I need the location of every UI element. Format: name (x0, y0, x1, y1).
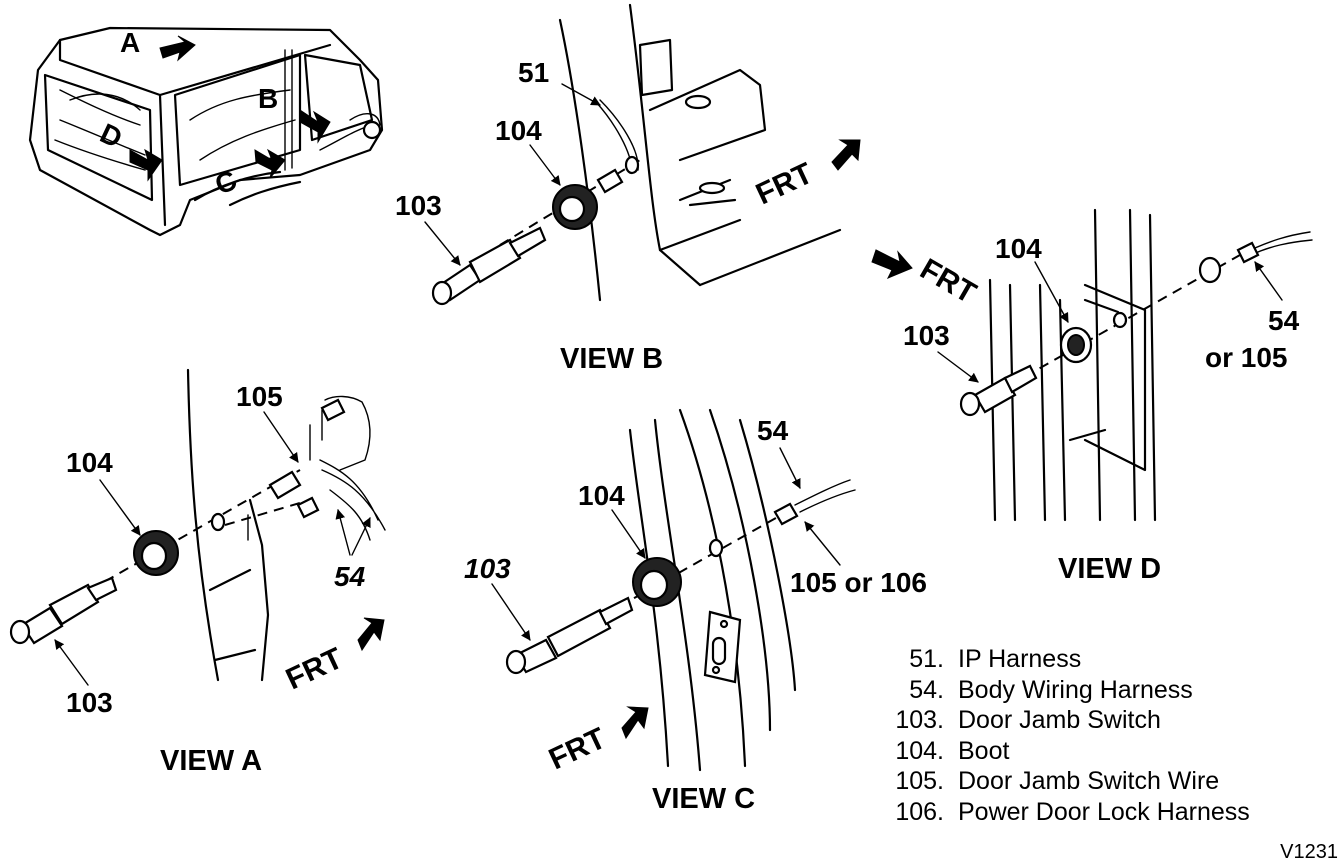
view-b-frt-arrow (831, 139, 861, 171)
view-a-callout-104: 104 (66, 447, 113, 478)
view-c-callout-54: 54 (757, 415, 789, 446)
view-d-frt-label: FRT (915, 252, 982, 310)
locator-label-b: B (258, 83, 278, 114)
legend-item: 106. Power Door Lock Harness (880, 797, 1250, 828)
view-d-callout-103: 103 (903, 320, 950, 351)
locator-arrow-d (129, 148, 163, 182)
legend-number: 54. (909, 675, 944, 704)
view-b-title: VIEW B (560, 343, 663, 375)
view-b-callout-104: 104 (495, 115, 542, 146)
view-c-frt-arrow (621, 706, 649, 740)
view-b-callout-51: 51 (518, 57, 549, 88)
legend-label: Body Wiring Harness (958, 675, 1193, 704)
legend-number: 105. (895, 767, 944, 795)
view-a-callout-54: 54 (334, 561, 366, 592)
legend-item: 51. IP Harness (880, 644, 1250, 675)
view-c-illustration (505, 408, 856, 772)
locator-label-c: C (211, 164, 241, 200)
locator-arrow-c (254, 148, 286, 179)
vehicle-locator-illustration (28, 26, 384, 237)
view-a-callout-105: 105 (236, 381, 283, 412)
legend-item: 103. Door Jamb Switch (880, 705, 1250, 736)
legend-label: Door Jamb Switch (958, 706, 1161, 734)
legend-item: 54. Body Wiring Harness (880, 675, 1250, 706)
locator-arrow-b (299, 109, 331, 144)
view-d-callout-104: 104 (995, 233, 1042, 264)
view-d-frt-arrow (871, 249, 913, 279)
view-c-title: VIEW C (652, 783, 755, 815)
view-a-frt-label: FRT (281, 642, 348, 697)
view-d-callout-54: 54 (1268, 305, 1300, 336)
view-c-frt-label: FRT (544, 722, 611, 777)
view-a-title: VIEW A (160, 745, 262, 777)
view-d-title: VIEW D (1058, 553, 1161, 585)
legend-label: IP Harness (958, 645, 1082, 673)
legend-number: 51. (909, 645, 944, 673)
legend-item: 105. Door Jamb Switch Wire (880, 766, 1250, 797)
locator-label-a: A (120, 27, 140, 58)
view-b-illustration (431, 3, 842, 306)
view-c-callout-103: 103 (464, 553, 511, 584)
legend-number: 106. (895, 797, 944, 826)
legend-label: Door Jamb Switch Wire (958, 767, 1220, 795)
figure-id: V1231 (1280, 841, 1338, 863)
view-c-callout-104: 104 (578, 480, 625, 511)
legend-number: 103. (895, 706, 944, 734)
parts-legend: 51. IP Harness 54. Body Wiring Harness 1… (880, 644, 1250, 828)
legend-number: 104. (895, 736, 944, 765)
legend-label: Boot (958, 736, 1010, 765)
view-b-callout-103: 103 (395, 190, 442, 221)
view-b-frt-label: FRT (751, 157, 818, 212)
view-a-callout-103: 103 (66, 687, 113, 718)
locator-label-d: D (95, 117, 126, 154)
view-c-callout-105-or-106: 105 or 106 (790, 567, 927, 598)
view-a-illustration (9, 368, 386, 682)
view-d-callout-105: or 105 (1205, 342, 1288, 373)
view-a-frt-arrow (357, 617, 385, 652)
legend-label: Power Door Lock Harness (958, 797, 1250, 826)
view-d-illustration (959, 208, 1313, 522)
locator-arrow-a (159, 35, 196, 62)
legend-item: 104. Boot (880, 736, 1250, 767)
